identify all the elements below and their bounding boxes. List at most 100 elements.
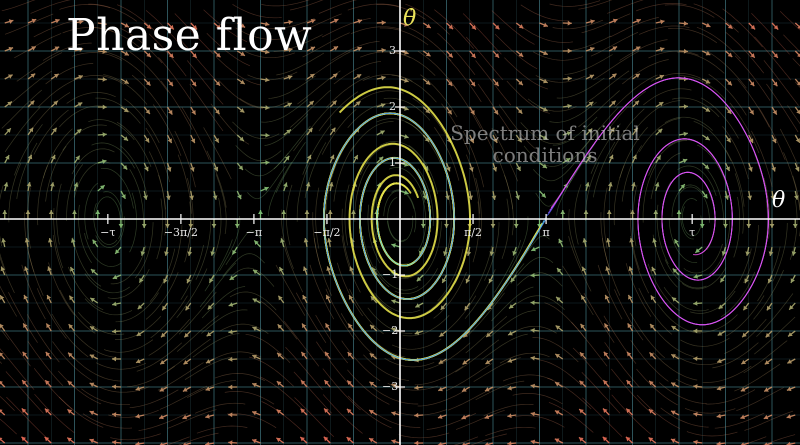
streamline [648, 140, 688, 176]
vector-field-arrow [469, 106, 476, 116]
vector-field-arrow [627, 323, 634, 332]
streamline [93, 203, 118, 245]
vector-field-arrow [48, 210, 54, 219]
vector-field-arrow [277, 295, 285, 304]
streamline [441, 103, 471, 155]
streamline [347, 3, 399, 11]
streamline [331, 40, 380, 61]
vector-field-arrow [744, 274, 750, 284]
streamline [582, 397, 623, 438]
vector-field-arrow [699, 219, 705, 228]
streamline [420, 74, 458, 118]
vector-field-arrow [351, 210, 356, 219]
streamline [120, 27, 163, 64]
vector-field-arrow [143, 22, 152, 30]
streamline [0, 253, 6, 270]
streamline [229, 267, 275, 287]
streamline [0, 256, 15, 294]
vector-field-arrow [190, 50, 198, 59]
vector-field-arrow [329, 127, 336, 136]
streamline [373, 181, 385, 240]
vector-field-arrow [347, 323, 355, 332]
vector-field-arrow [562, 76, 572, 82]
streamline [350, 26, 402, 35]
streamline [389, 51, 436, 76]
vector-field-arrow [484, 386, 494, 392]
streamline [51, 313, 89, 358]
vector-field-arrow [252, 354, 261, 360]
vector-field-arrow [420, 219, 426, 228]
streamline [792, 58, 800, 67]
vector-field-arrow [89, 438, 99, 444]
vector-field-arrow [278, 266, 285, 276]
streamline [129, 169, 144, 228]
x-axis-label: θ [772, 188, 786, 213]
streamline [261, 99, 308, 123]
streamline [590, 123, 621, 174]
streamline [229, 291, 277, 311]
streamline [293, 371, 332, 414]
vector-field-arrow [678, 48, 689, 54]
streamline [498, 104, 536, 149]
streamline [341, 235, 361, 293]
vector-field-arrow [440, 302, 447, 311]
streamline [1, 89, 43, 129]
vector-field-arrow [694, 246, 703, 254]
vector-field-arrow [111, 356, 122, 362]
streamline [578, 0, 613, 10]
vector-field-arrow [602, 408, 610, 416]
vector-field-arrow [655, 101, 664, 108]
trajectory [323, 112, 546, 361]
vector-field-arrow [678, 21, 689, 26]
streamline [445, 363, 492, 392]
vector-field-arrow [654, 182, 660, 192]
vector-field-arrow [252, 298, 261, 304]
vector-field-arrow [693, 411, 703, 417]
streamline [354, 164, 370, 222]
vector-field-arrow [794, 50, 800, 57]
vector-field-arrow [492, 50, 500, 59]
vector-field-arrow [329, 18, 339, 24]
vector-field-arrows [0, 18, 800, 445]
vector-field-arrow [438, 358, 447, 365]
streamline [581, 107, 619, 151]
streamline [42, 128, 73, 179]
vector-field-arrow [765, 330, 773, 338]
streamline [402, 315, 450, 337]
vector-field-arrow [187, 246, 193, 256]
streamline [315, 314, 348, 364]
vector-field-arrow [213, 22, 222, 30]
streamline [344, 184, 350, 246]
vector-field-arrow [539, 78, 548, 84]
vector-field-arrow [4, 101, 13, 108]
vector-field-arrow [562, 131, 572, 136]
vector-field-arrow [69, 266, 76, 276]
streamline [383, 190, 415, 217]
streamline [376, 4, 426, 20]
streamline [533, 160, 577, 182]
streamline [680, 198, 698, 240]
vector-field-arrow [422, 22, 432, 29]
streamline [696, 144, 729, 192]
vector-field-arrow [422, 50, 431, 57]
vector-field-arrow [283, 47, 293, 53]
streamline [283, 320, 320, 367]
vector-field-arrow [21, 379, 29, 388]
vector-field-arrow [206, 330, 215, 337]
streamline [686, 431, 738, 437]
vector-field-arrow [725, 78, 733, 86]
vector-field-arrow [44, 408, 52, 416]
vector-field-arrow [648, 380, 657, 388]
vector-field-arrow [562, 103, 572, 109]
y-tick-label: −3 [382, 380, 399, 393]
streamline [483, 403, 534, 417]
streamline [763, 60, 799, 106]
vector-field-arrow [228, 356, 238, 362]
vector-field-arrow [578, 408, 587, 416]
vector-field-arrow [324, 351, 331, 360]
streamline [394, 268, 438, 295]
vector-field-arrow [159, 386, 168, 392]
streamline [347, 369, 390, 405]
vector-field-arrow [188, 219, 194, 228]
streamline [177, 36, 216, 80]
